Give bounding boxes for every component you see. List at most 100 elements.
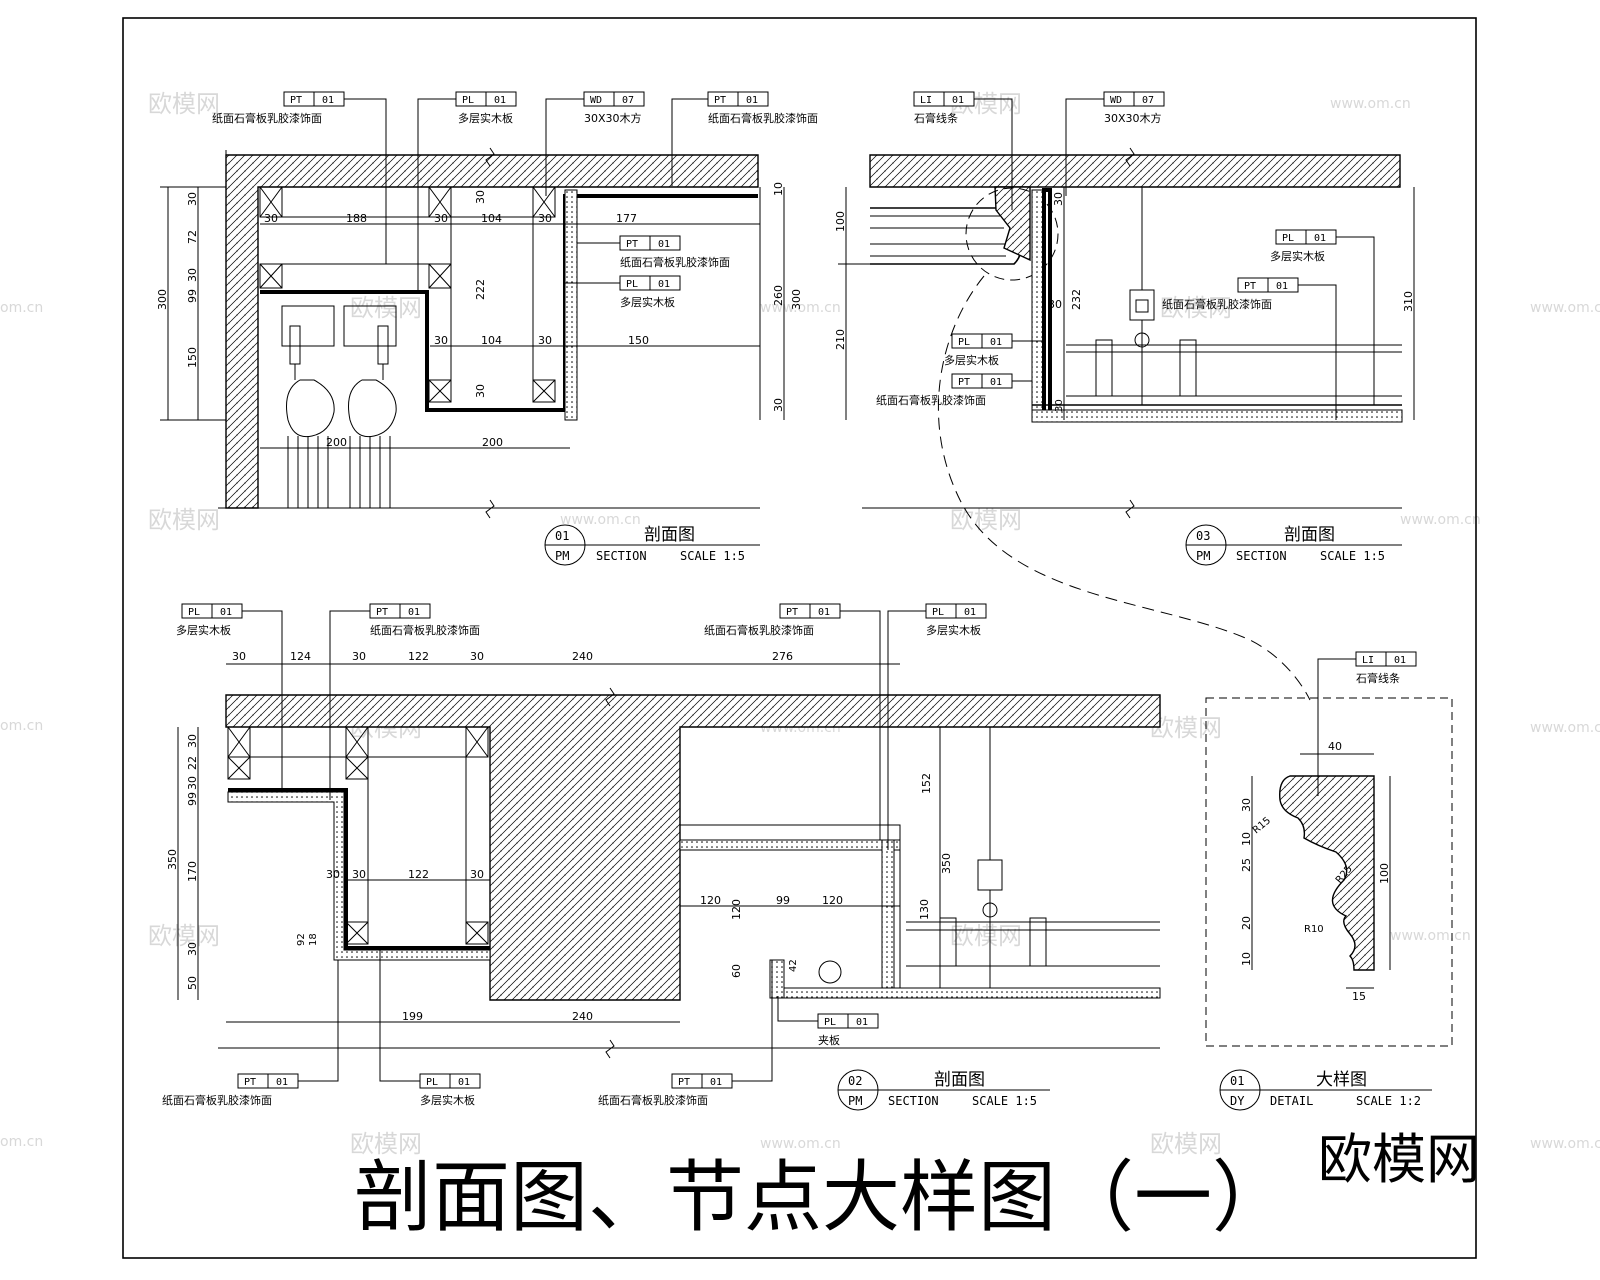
dimension-label: 350 <box>166 849 179 870</box>
dimension-label: 60 <box>730 964 743 978</box>
dimension-label: 240 <box>572 650 593 663</box>
dimension-label: 72 <box>186 230 199 244</box>
concrete-slab-wall <box>225 154 759 509</box>
view-title-text: SECTION <box>1236 549 1287 563</box>
view-title-text: SECTION <box>888 1094 939 1108</box>
material-code: PT <box>714 95 726 106</box>
material-code: 01 <box>710 1077 722 1088</box>
frame-lines <box>282 216 534 380</box>
material-name: 多层实木板 <box>420 1093 475 1107</box>
view-title-detail: 01 DY 大样图 DETAIL SCALE 1:2 <box>1219 1069 1432 1111</box>
dimension-label: 124 <box>290 650 311 663</box>
dimension-label: 40 <box>1328 740 1342 753</box>
dimension-label: 25 <box>1240 858 1253 872</box>
material-code: 01 <box>458 1077 470 1088</box>
view-title-03: 03 PM 剖面图 SECTION SCALE 1:5 <box>1185 524 1402 566</box>
material-code: 07 <box>622 95 634 106</box>
material-code: 07 <box>1142 95 1154 106</box>
dimension-label: 30 <box>186 268 199 282</box>
dimension-label: R10 <box>1304 924 1324 935</box>
dimension-label: 18 <box>308 933 319 946</box>
dimension-label: 100 <box>1378 863 1391 884</box>
watermark-url: www.om.cn <box>1390 928 1471 944</box>
material-code: 01 <box>1276 281 1288 292</box>
material-code: WD <box>590 95 602 106</box>
ceiling-board <box>1031 409 1403 423</box>
watermark-brand: 欧模网 <box>1150 1130 1222 1158</box>
dimension-label: 30 <box>1240 798 1253 812</box>
material-code: PL <box>188 607 200 618</box>
dimension-label: R15 <box>1251 815 1273 836</box>
dimension-label: 30 <box>434 212 448 225</box>
timber-blocks <box>227 726 489 945</box>
gypsum-board <box>564 189 578 421</box>
material-code: PT <box>786 607 798 618</box>
dimension-label: 99 <box>186 289 199 303</box>
view-title-text: SCALE 1:5 <box>972 1094 1037 1108</box>
cornice-lines <box>870 215 1010 257</box>
material-name: 多层实木板 <box>926 623 981 637</box>
dimensions-s1: 30 188 30 104 30 177 300 30 72 30 99 150… <box>156 182 803 449</box>
ceiling-board-line <box>260 194 758 412</box>
dimension-label: 177 <box>616 212 637 225</box>
watermark-url: www.om.cn <box>1330 96 1411 112</box>
material-code: 01 <box>494 95 506 106</box>
view-title-text: DETAIL <box>1270 1094 1313 1108</box>
dimension-label: 120 <box>700 894 721 907</box>
material-code: 01 <box>990 377 1002 388</box>
material-code: PL <box>824 1017 836 1028</box>
material-code: 01 <box>1314 233 1326 244</box>
material-code: 01 <box>220 607 232 618</box>
watermark-url: www.om.cn <box>1400 512 1481 528</box>
material-code: PL <box>462 95 474 106</box>
plywood-strip <box>769 959 785 999</box>
dimension-label: 30 <box>474 384 487 398</box>
watermark-url: www.om.cn <box>1530 720 1600 736</box>
view-title-text: 01 <box>555 529 569 543</box>
dimension-label: 30 <box>186 776 199 790</box>
dimension-label: 122 <box>408 650 429 663</box>
ceiling-board <box>779 987 1161 999</box>
watermark-url: www.om.cn <box>760 1136 841 1152</box>
dimension-label: 10 <box>1240 832 1253 846</box>
dimension-label: 222 <box>474 279 487 300</box>
break-mark <box>1125 147 1135 167</box>
watermark-brand: 欧模网 <box>350 1130 422 1158</box>
watermark-brand: 欧模网 <box>950 922 1022 950</box>
material-code: PT <box>244 1077 256 1088</box>
dimension-label: 22 <box>186 756 199 770</box>
ceiling-hanger <box>1066 187 1402 405</box>
dimension-label: 30 <box>352 650 366 663</box>
break-mark <box>225 147 495 167</box>
material-name: 纸面石膏板乳胶漆饰面 <box>212 111 322 125</box>
dimension-label: 188 <box>346 212 367 225</box>
material-name: 纸面石膏板乳胶漆饰面 <box>620 255 730 269</box>
gypsum-board <box>679 839 901 851</box>
dimension-label: 170 <box>186 861 199 882</box>
dimension-label: 260 <box>772 285 785 306</box>
watermark-short: om.cn <box>0 1134 43 1150</box>
material-name: 纸面石膏板乳胶漆饰面 <box>876 393 986 407</box>
material-code: PL <box>932 607 944 618</box>
watermark-url: www.om.cn <box>1530 300 1600 316</box>
watermark-brand: 欧模网 <box>950 506 1022 534</box>
break-mark <box>605 1039 615 1059</box>
concrete-slab <box>869 154 1401 188</box>
dimension-label: 99 <box>186 792 199 806</box>
material-name: 纸面石膏板乳胶漆饰面 <box>704 623 814 637</box>
curtain <box>286 379 397 508</box>
material-code: PT <box>678 1077 690 1088</box>
dimension-label: 30 <box>434 334 448 347</box>
cornice-fill <box>994 186 1031 262</box>
